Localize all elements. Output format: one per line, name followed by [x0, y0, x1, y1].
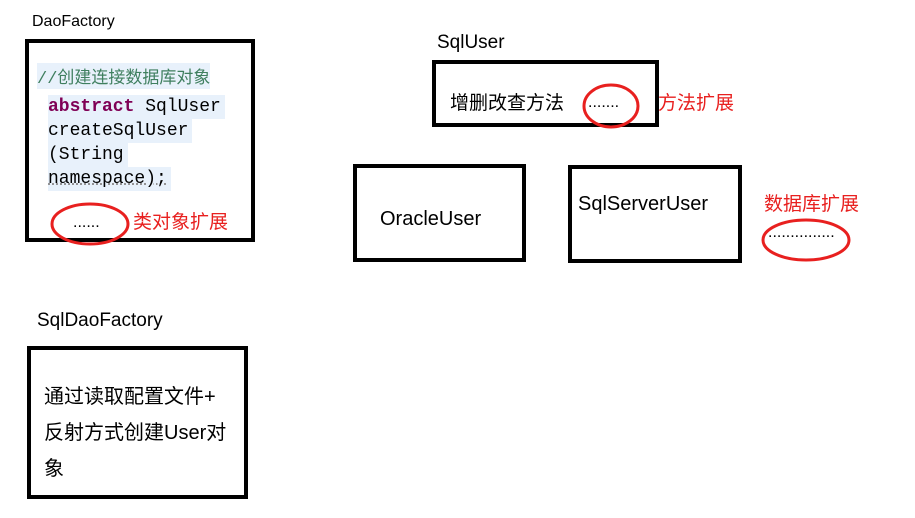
sql-dao-factory-line-3: 象: [44, 458, 64, 480]
dao-factory-dots-circle: [50, 202, 130, 246]
sqlserver-user-box: SqlServerUser: [568, 165, 742, 263]
code-line-1: abstract SqlUser: [48, 95, 225, 119]
sqlserver-dots-circle: [761, 218, 851, 262]
dao-factory-dots: ......: [73, 214, 100, 231]
code-keyword: abstract: [48, 97, 135, 117]
sql-dao-factory-title: SqlDaoFactory: [37, 310, 163, 331]
sql-user-methods: 增删改查方法: [450, 93, 565, 114]
oracle-user-label: OracleUser: [380, 208, 482, 230]
dao-factory-box: //创建连接数据库对象 abstract SqlUser createSqlUs…: [25, 39, 255, 242]
code-line-1-rest: SqlUser: [134, 97, 221, 117]
oracle-user-box: OracleUser: [353, 164, 526, 262]
sql-dao-factory-line-2: 反射方式创建User对: [44, 422, 227, 444]
code-line-2: createSqlUser: [48, 119, 193, 143]
dao-factory-title: DaoFactory: [32, 13, 115, 30]
sql-user-extension-note: 方法扩展: [658, 93, 735, 114]
sqlserver-extension-note: 数据库扩展: [764, 194, 860, 215]
dao-factory-extension-note: 类对象扩展: [133, 212, 229, 233]
dao-factory-code: abstract SqlUser createSqlUser (String n…: [48, 95, 225, 191]
sql-user-box: 增删改查方法 .......: [432, 60, 659, 127]
dao-factory-comment: //创建连接数据库对象: [37, 63, 211, 89]
sql-user-dots-circle: [582, 83, 640, 129]
sql-dao-factory-box: 通过读取配置文件+ 反射方式创建User对 象: [27, 346, 248, 499]
sql-dao-factory-text: 通过读取配置文件+ 反射方式创建User对 象: [44, 379, 226, 487]
sql-dao-factory-line-1: 通过读取配置文件+: [44, 386, 216, 408]
code-line-4: namespace);: [48, 167, 171, 191]
code-line-3: (String: [48, 143, 128, 167]
sqlserver-user-label: SqlServerUser: [578, 193, 709, 215]
sqlserver-dots: ...............: [768, 224, 835, 241]
sql-user-title: SqlUser: [437, 32, 505, 53]
sql-user-dots: .......: [588, 94, 620, 111]
